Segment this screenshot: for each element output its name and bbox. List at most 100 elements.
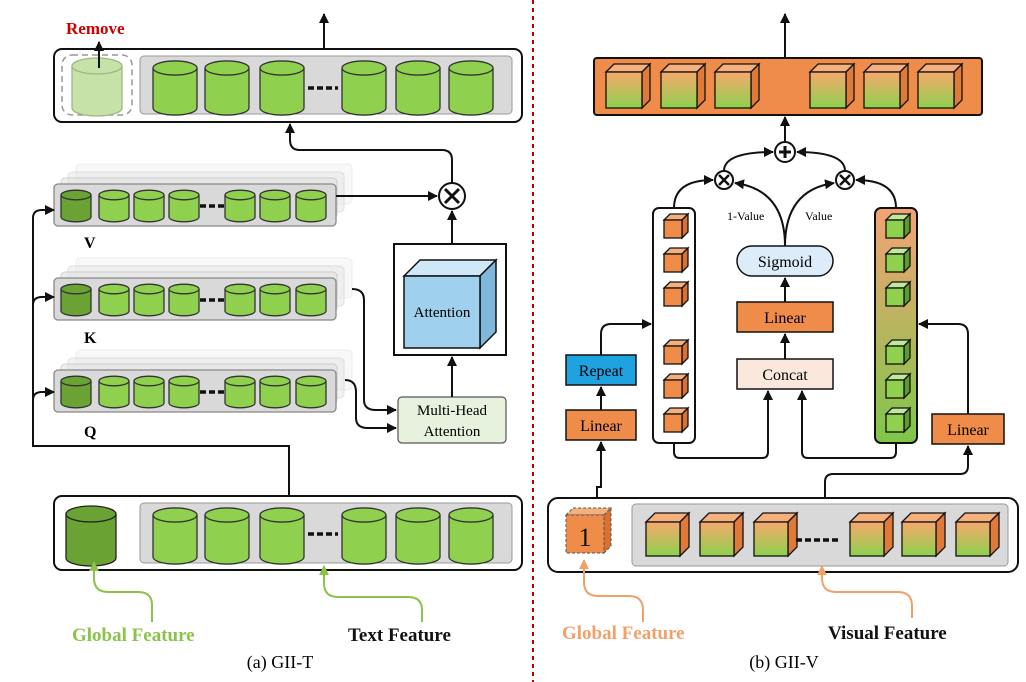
output-token-3 (341, 60, 387, 116)
sigmoid-box (736, 245, 834, 277)
concat-label: Concat (762, 367, 808, 384)
visual-to-linear-right (824, 445, 973, 498)
global-token (65, 505, 117, 567)
attention-label: Attention (414, 305, 471, 321)
v-token-2 (133, 189, 165, 223)
input-cube-1 (698, 511, 745, 558)
repeat-col-to-mult (673, 175, 714, 209)
stack-q (53, 349, 353, 413)
output-cube-3 (808, 62, 856, 110)
global-feature-arrow-right (579, 559, 644, 622)
concat-box (736, 358, 834, 390)
input-cube-2 (752, 511, 799, 558)
linear-mid-label: Linear (764, 310, 806, 327)
q-token-6 (295, 375, 327, 409)
repeat-label: Repeat (579, 363, 624, 380)
global-feature-arrow (89, 561, 153, 622)
text-feature-label: Text Feature (348, 625, 451, 646)
caption-b: (b) GII-V (749, 652, 818, 673)
q-label: Q (84, 424, 96, 441)
k-token-6 (295, 283, 327, 317)
removed-global-token (71, 57, 123, 117)
right-col-to-concat (797, 390, 897, 459)
output-token-1 (204, 60, 250, 116)
repeat-box (565, 354, 637, 386)
output-cube-1 (659, 62, 707, 110)
mult-left-to-add (723, 147, 774, 172)
output-token-5 (448, 60, 494, 116)
output-tokens (152, 60, 494, 116)
v-token-5 (259, 189, 291, 223)
k-to-mha-arrow (351, 288, 397, 415)
global-feature-label-right: Global Feature (562, 623, 685, 644)
branch-k (32, 292, 55, 306)
k-token-0 (60, 283, 92, 317)
global-feature-label-left: Global Feature (72, 625, 195, 646)
visual-cubes (884, 212, 912, 434)
k-token-4 (224, 283, 256, 317)
mha-line2: Attention (424, 424, 481, 440)
repeated-cube-5 (662, 406, 690, 434)
output-token-2 (259, 60, 305, 116)
visual-col-to-mult (855, 175, 897, 209)
k-token-1 (98, 283, 130, 317)
input-token-4 (395, 507, 441, 565)
input-cube-3 (848, 511, 895, 558)
caption-a: (a) GII-T (247, 652, 313, 673)
q-token-3 (168, 375, 200, 409)
k-token-2 (133, 283, 165, 317)
panel-gii-t: Remove V K Q Attention Multi-Head Attent… (32, 13, 523, 673)
mha-line1: Multi-Head (417, 403, 487, 419)
linear-right-to-col (918, 319, 969, 414)
vkq-stacks (53, 163, 353, 413)
left-col-to-concat (673, 390, 773, 459)
v-token-6 (295, 189, 327, 223)
v-token-0 (60, 189, 92, 223)
branch-q (32, 387, 55, 401)
k-token-5 (259, 283, 291, 317)
global-cube-label: 1 (579, 523, 592, 552)
repeated-cube-2 (662, 280, 690, 308)
input-token-1 (204, 507, 250, 565)
repeated-global-cubes (662, 212, 690, 434)
attention-cube (402, 258, 498, 350)
linear-right-label: Linear (947, 422, 989, 439)
mult-to-output-arrow (285, 123, 453, 183)
input-cube-0 (644, 511, 691, 558)
input-to-vkq-arrow (32, 205, 290, 496)
stack-v (53, 163, 353, 227)
sigmoid-label: Sigmoid (758, 254, 812, 271)
repeat-to-col (600, 319, 652, 355)
k-token-3 (168, 283, 200, 317)
q-token-1 (98, 375, 130, 409)
remove-label: Remove (66, 19, 125, 38)
k-label: K (84, 330, 97, 347)
q-token-2 (133, 375, 165, 409)
input-cube-4 (900, 511, 947, 558)
output-token-0 (152, 60, 198, 116)
output-cubes (604, 62, 964, 110)
output-cube-5 (916, 62, 964, 110)
visual-col-cube-0 (884, 212, 912, 240)
removed-cylinder (71, 57, 123, 117)
visual-feature-label: Visual Feature (828, 623, 947, 644)
output-cube-0 (604, 62, 652, 110)
linear-left-label: Linear (580, 418, 622, 435)
global-cube (564, 506, 613, 555)
visual-col-cube-5 (884, 406, 912, 434)
global-cylinder (65, 505, 117, 567)
q-token-5 (259, 375, 291, 409)
sigmoid-to-mult-right (784, 179, 835, 247)
output-token-4 (395, 60, 441, 116)
repeated-cube-0 (662, 212, 690, 240)
input-cube-5 (954, 511, 1001, 558)
visual-col-cube-4 (884, 372, 912, 400)
repeated-cube-4 (662, 372, 690, 400)
input-token-0 (152, 507, 198, 565)
visual-col-cube-2 (884, 280, 912, 308)
v-token-4 (224, 189, 256, 223)
input-token-3 (341, 507, 387, 565)
value-label: Value (805, 209, 832, 223)
v-label: V (84, 235, 96, 252)
